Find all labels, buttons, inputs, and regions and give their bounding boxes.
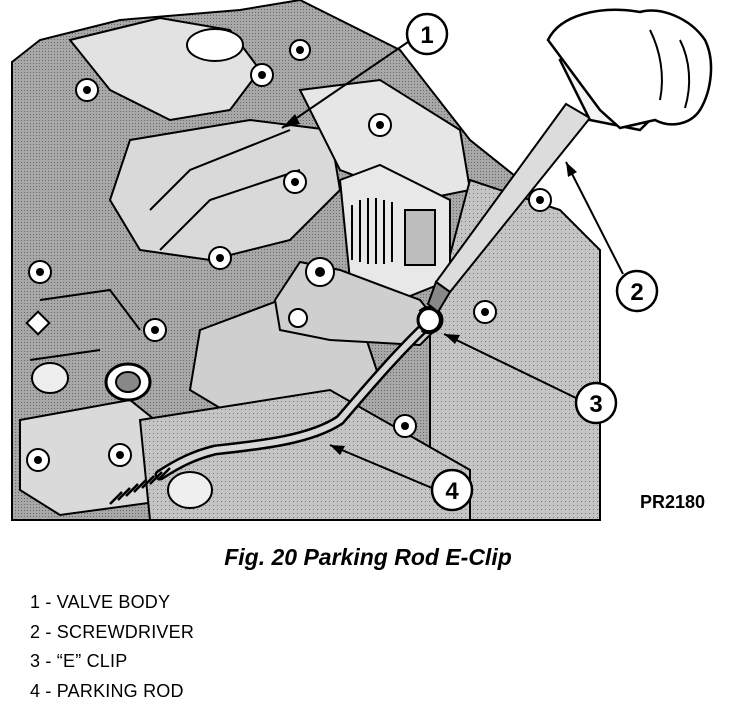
legend-item-e-clip: 3 - “E” CLIP (30, 651, 128, 671)
legend-item-valve-body: 1 - VALVE BODY (30, 592, 171, 612)
valve-body (11, 0, 602, 521)
callout-4-number: 4 (445, 478, 459, 505)
callout-1-number: 1 (420, 22, 433, 49)
figure-code: PR2180 (640, 492, 705, 512)
callout-4: 4 (329, 444, 474, 512)
figure-caption: Fig. 20 Parking Rod E-Clip (224, 544, 512, 570)
callout-2-number: 2 (630, 279, 643, 306)
manual-lever (273, 257, 442, 347)
parking-rod (109, 316, 436, 505)
figure-legend: 1 - VALVE BODY 2 - SCREWDRIVER 3 - “E” C… (30, 588, 194, 706)
hand (546, 8, 713, 130)
callout-3: 3 (443, 333, 618, 425)
callout-2: 2 (565, 161, 659, 313)
e-clip (416, 306, 444, 335)
callout-1: 1 (281, 12, 449, 129)
legend-item-parking-rod: 4 - PARKING ROD (30, 680, 184, 701)
callout-3-number: 3 (589, 391, 602, 418)
legend-item-screwdriver: 2 - SCREWDRIVER (30, 621, 195, 642)
parking-rod-illustration: 1 2 3 4 PR2180 (11, 0, 713, 521)
